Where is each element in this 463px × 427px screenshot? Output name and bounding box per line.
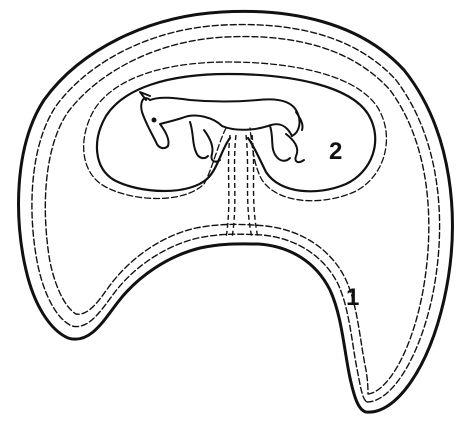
outer-membrane-inner-line: [32, 25, 440, 402]
embryo-belly: [182, 116, 292, 136]
stalk-line-left: [226, 135, 230, 238]
label-outer-membrane: 1: [346, 286, 359, 310]
outer-membrane-inner-line-2: [45, 37, 429, 394]
embryo-foreleg-1: [190, 122, 208, 158]
inner-sac-outline: [97, 74, 375, 191]
outer-membrane: [19, 11, 453, 412]
embryo-head: [141, 98, 182, 148]
stalk-line-mid-right: [246, 135, 252, 238]
embryo-hindleg-1: [270, 126, 290, 161]
embryo-eye: [153, 119, 156, 122]
stalk-line-mid-left: [232, 135, 236, 238]
label-inner-sac: 2: [329, 140, 342, 164]
